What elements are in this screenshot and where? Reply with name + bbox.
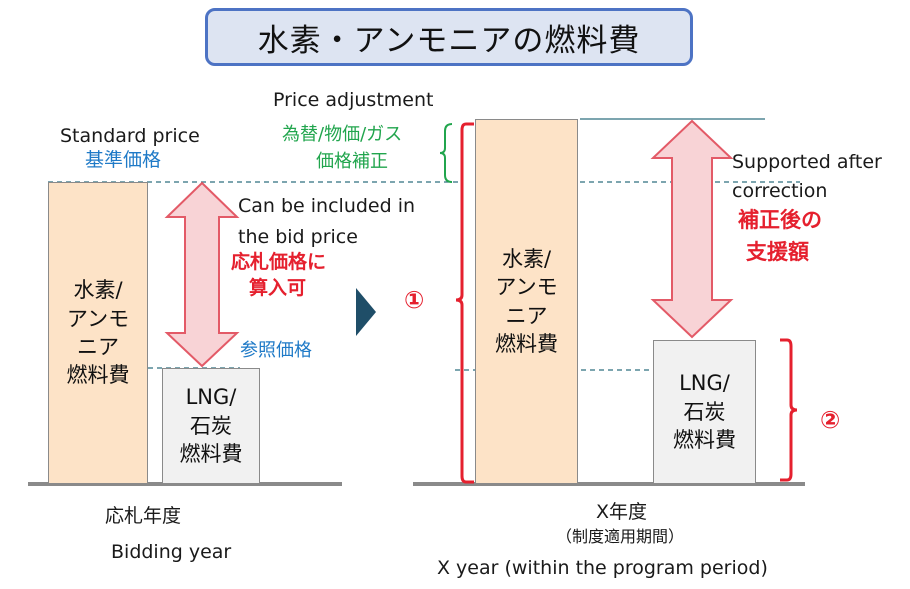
supported-jp-2: 支援額 (746, 240, 809, 264)
right-double-arrow (650, 119, 734, 339)
left-hydrogen-bar: 水素/ アンモ ニア 燃料費 (48, 182, 148, 484)
transition-arrow (356, 288, 376, 336)
supported-en-2: correction (732, 180, 828, 202)
left-lng-bar: LNG/ 石炭 燃料費 (162, 368, 260, 484)
price-adjustment-en: Price adjustment (273, 89, 434, 111)
bracket-1 (455, 122, 474, 484)
supported-jp-1: 補正後の (738, 208, 822, 232)
right-x-label-jp: X年度 (596, 501, 648, 523)
standard-price-jp: 基準価格 (85, 149, 162, 171)
bid-note-jp-1: 応札価格に (231, 251, 327, 273)
page-title: 水素・アンモニアの燃料費 (205, 8, 693, 66)
marker-1: ① (404, 286, 425, 314)
right-lng-bar-label: LNG/ 石炭 燃料費 (673, 371, 736, 453)
right-x-label-en: X year (within the program period) (437, 557, 768, 579)
standard-price-en: Standard price (60, 125, 200, 147)
supported-en-1: Supported after (732, 151, 882, 173)
marker-2: ② (820, 406, 841, 434)
right-hydrogen-bar-label: 水素/ アンモ ニア 燃料費 (495, 246, 558, 356)
right-lng-bar: LNG/ 石炭 燃料費 (653, 340, 756, 484)
price-adjustment-jp-2: 価格補正 (316, 151, 388, 172)
right-x-label-sub-jp: （制度適用期間） (556, 527, 685, 546)
price-adjustment-jp-1: 為替/物価/ガス (282, 124, 403, 145)
bid-note-jp-2: 算入可 (249, 277, 307, 299)
right-hydrogen-bar: 水素/ アンモ ニア 燃料費 (475, 119, 578, 484)
bid-note-en-1: Can be included in (238, 195, 416, 217)
bid-note-en-2: the bid price (238, 226, 358, 248)
price-adjustment-bracket (439, 123, 453, 183)
reference-price-jp: 参照価格 (240, 340, 312, 361)
left-x-label-jp: 応札年度 (105, 505, 182, 527)
left-hydrogen-bar-label: 水素/ アンモ ニア 燃料費 (66, 278, 130, 388)
left-lng-bar-label: LNG/ 石炭 燃料費 (179, 385, 243, 467)
left-double-arrow (164, 181, 240, 368)
left-x-label-en: Bidding year (111, 541, 232, 563)
bracket-2 (780, 338, 798, 482)
